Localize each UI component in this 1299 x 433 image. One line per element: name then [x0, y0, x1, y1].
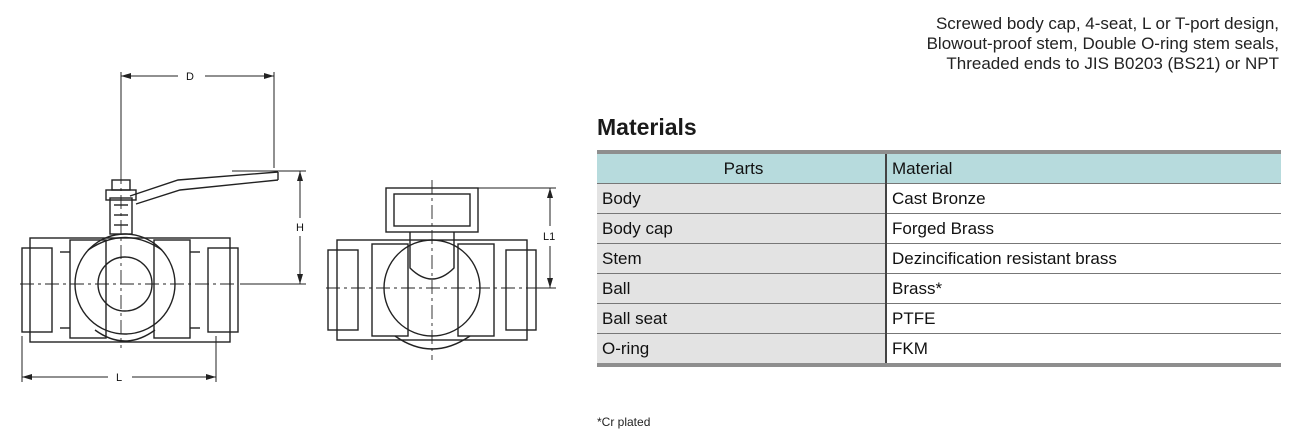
table-header-row: Parts Material	[597, 152, 1281, 184]
part-cell: O-ring	[597, 333, 887, 365]
feature-line: Screwed body cap, 4-seat, L or T-port de…	[935, 14, 1279, 33]
materials-title: Materials	[597, 114, 697, 140]
table-row: Body cap Forged Brass	[597, 213, 1281, 244]
feature-line: Threaded ends to JIS B0203 (BS21) or NPT	[946, 54, 1279, 73]
valve-drawings: D H L L1	[0, 0, 580, 433]
dim-label-d: D	[186, 71, 194, 83]
feature-line: Blowout-proof stem, Double O-ring stem s…	[926, 34, 1279, 53]
materials-footnote: *Cr plated	[597, 415, 651, 429]
material-cell: PTFE	[886, 303, 1281, 334]
part-cell: Body	[597, 183, 887, 214]
side-view-drawing	[20, 170, 279, 348]
material-cell: Dezincification resistant brass	[886, 243, 1281, 274]
material-cell: Cast Bronze	[886, 183, 1281, 214]
table-row: Body Cast Bronze	[597, 183, 1281, 214]
front-view-drawing	[326, 180, 540, 360]
part-cell: Ball seat	[597, 303, 887, 334]
feature-description: Screwed body cap, 4-seat, L or T-port de…	[719, 14, 1279, 74]
table-row: O-ring FKM	[597, 333, 1281, 365]
header-parts: Parts	[597, 152, 887, 184]
materials-table: Parts Material Body Cast Bronze Body cap…	[597, 150, 1281, 367]
part-cell: Ball	[597, 273, 887, 304]
material-cell: Brass*	[886, 273, 1281, 304]
part-cell: Body cap	[597, 213, 887, 244]
table-row: Ball Brass*	[597, 273, 1281, 304]
dim-label-l: L	[116, 372, 122, 384]
table-row: Stem Dezincification resistant brass	[597, 243, 1281, 274]
table-row: Ball seat PTFE	[597, 303, 1281, 334]
material-cell: Forged Brass	[886, 213, 1281, 244]
header-material: Material	[886, 152, 1281, 184]
dim-label-l1: L1	[543, 231, 555, 243]
material-cell: FKM	[886, 333, 1281, 365]
part-cell: Stem	[597, 243, 887, 274]
dim-label-h: H	[296, 222, 304, 234]
